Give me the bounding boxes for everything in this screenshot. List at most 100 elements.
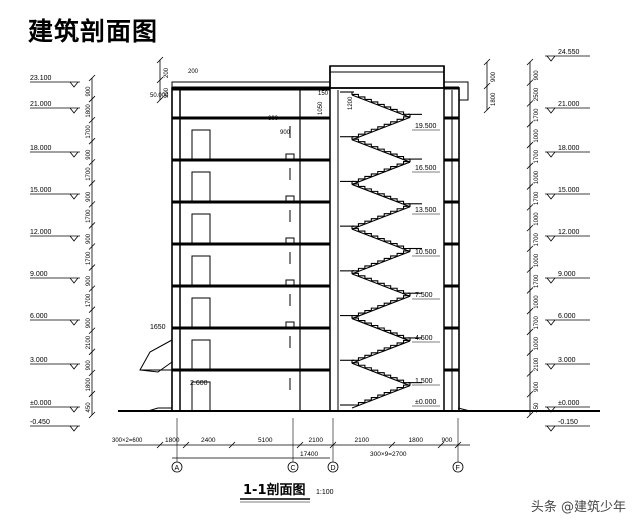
stair-soffit [351,139,411,163]
dim-value: 1800 [491,92,497,106]
right-level-label: 18.000 [558,145,580,152]
tick [88,348,96,356]
entrance-canopy [139,339,173,373]
level-marker [69,425,79,432]
stair-soffit [351,385,411,409]
tick [88,74,96,82]
level-marker [69,81,79,88]
left-level-label: 18.000 [30,145,52,152]
annotation: 2.600 [190,380,208,387]
stair-level-label: 10.500 [415,249,437,256]
right-level-label: 3.000 [558,357,576,364]
tick [156,441,164,449]
level-marker [546,319,556,326]
left-level-label: 9.000 [30,271,48,278]
right-level-label: 9.000 [558,271,576,278]
tick [526,58,534,66]
stair-flight [352,203,411,227]
stair-soffit [351,295,411,320]
stair-flight [351,136,410,160]
tick [88,158,96,166]
level-marker [69,363,79,370]
door [191,129,211,161]
stair-flight [352,248,411,272]
level-marker [546,55,556,62]
dim-value: 1700 [534,108,540,122]
dim-value: 900 [491,71,497,82]
level-marker [69,277,79,284]
level-marker [69,406,79,413]
extra-dim-label: 300×2=600 [112,438,143,444]
dim-value: 900 [86,275,92,286]
stair-soffit [351,116,411,141]
page-title: 建筑剖面图 [28,17,159,46]
tick [88,201,96,208]
dim-value: 900 [164,87,170,98]
bottom-dim-label: 5100 [258,437,273,444]
stair-soffit [351,318,411,342]
tick [88,137,96,145]
dim-value: 1700 [534,316,540,330]
beam [285,195,295,203]
dim-value: 1700 [86,209,92,223]
bottom-dim-label: 2100 [309,437,324,444]
tick [228,441,236,449]
tick [526,245,534,253]
total-dim-label: 17400 [300,451,318,458]
level-marker [69,193,79,200]
section-title: 1-1剖面图 [243,482,306,498]
left-level-label: 3.000 [30,357,48,364]
left-level-label: -0.450 [30,419,50,426]
tick [483,82,491,90]
stair-level-label: 13.500 [415,207,437,214]
stairs [340,91,422,409]
dim-value: 900 [534,70,540,81]
tick [526,287,534,294]
dim-value: 900 [86,191,92,202]
level-marker [69,107,79,114]
dim-value: 2500 [534,87,540,101]
level-marker [69,319,79,326]
stair-flight [352,114,411,138]
dim-value: 900 [86,318,92,329]
door [191,171,211,203]
level-marker [546,277,556,284]
stair-level-label: 4.500 [415,335,433,342]
tick [483,106,491,114]
doors [191,126,295,412]
tick [526,370,534,377]
stair-level-label: 16.500 [415,165,437,172]
stair-level-label: ±0.000 [415,399,436,406]
dim-value: 900 [86,149,92,160]
door [191,339,211,371]
beam [285,153,295,161]
left-level-label: 21.000 [30,101,52,108]
tick [526,266,534,273]
left-level-label: 23.100 [30,75,52,82]
stair-flight [352,382,411,406]
dim-value: 1800 [86,104,92,118]
axis-label: F [456,465,460,472]
annotation: 1050 [318,101,324,115]
bottom-dim-label: 900 [442,437,453,444]
tick [156,56,164,64]
level-marker [546,235,556,242]
stair-flight [352,293,411,317]
tick [156,76,164,84]
dim-value: 450 [534,402,540,413]
level-marker [69,151,79,158]
left-level-label: 15.000 [30,187,52,194]
stair-flight [351,226,410,250]
dim-value: 1700 [534,232,540,246]
stair-flight [351,181,410,205]
bottom-dim-label: 1800 [409,437,424,444]
level-marker [546,406,556,413]
stair-soffit [351,183,411,208]
stair-flight [352,159,411,182]
dim-value: 1700 [534,149,540,163]
dim-value: 200 [164,67,170,78]
door [191,213,211,245]
beam [285,237,295,245]
stair-level-label: 19.500 [415,123,437,130]
